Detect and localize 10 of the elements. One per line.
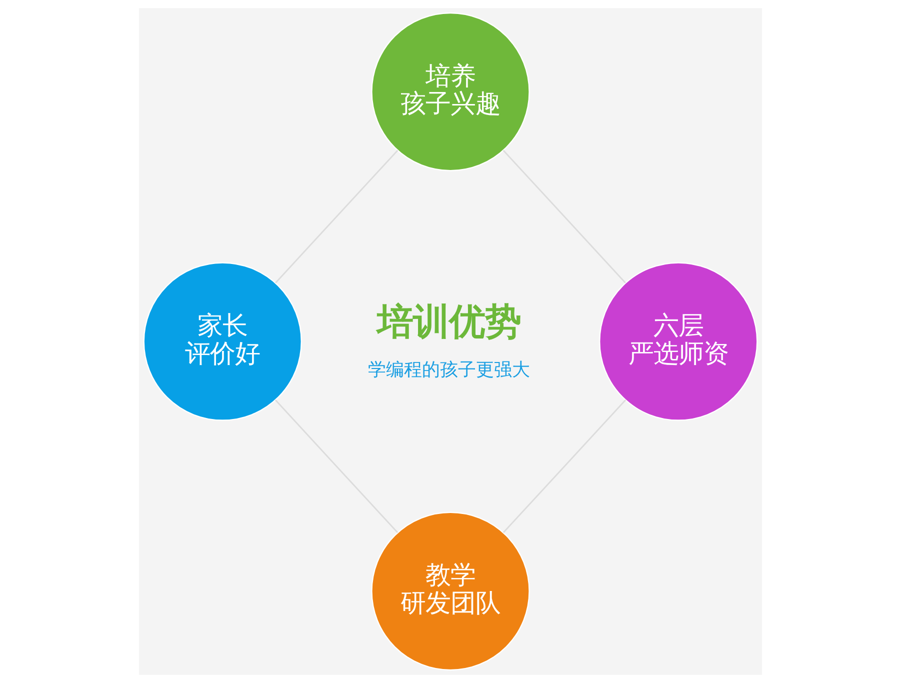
connector [274, 150, 398, 284]
node-circle: 六层严选师资 [598, 262, 758, 421]
connector [502, 400, 626, 533]
node-circle: 培养孩子兴趣 [370, 12, 530, 172]
node-circle: 家长评价好 [142, 262, 302, 421]
label: 培训优势 [376, 300, 521, 344]
node-circle: 教学研发团队 [370, 512, 530, 671]
label: 学编程的孩子更强大 [368, 359, 530, 380]
connector [502, 150, 626, 284]
connector [274, 400, 398, 533]
